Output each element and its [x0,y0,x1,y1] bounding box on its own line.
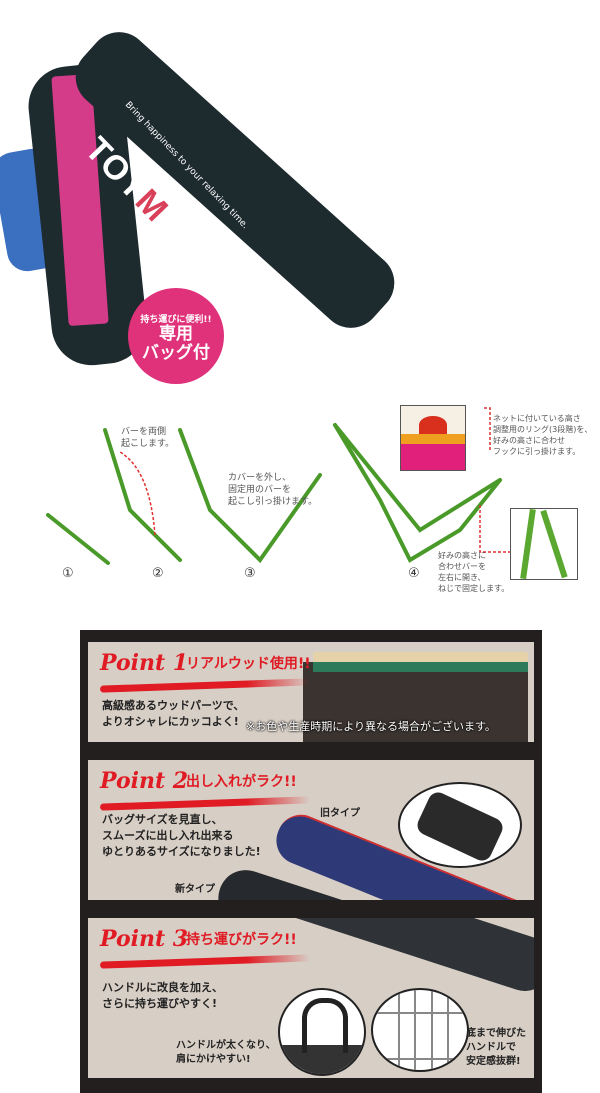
old-type-detail-circle [398,782,522,868]
old-type-label: 旧タイプ [320,808,360,819]
handle-diagram-circle [371,988,469,1072]
red-brush-stroke [99,796,311,811]
points-panel: Point 1 リアルウッド使用!! 高級感あるウッドパーツで、 よりオシャレに… [80,630,542,1093]
color-disclaimer: ※お色や生産時期により異なる場合がございます。 [246,720,496,733]
wood-bar-photo [313,652,528,662]
point-title: Point 3 [100,926,189,952]
dedicated-bag-badge: 持ち運びに便利!! 専用 バッグ付 [128,288,224,384]
step4-top-note: ネットに付いている高さ 調整用のリング(3段階)を、 好みの高さに合わせ フック… [493,414,593,456]
step-number-1: ① [62,566,74,581]
new-type-label: 新タイプ [175,884,215,895]
point-body: 高級感あるウッドパーツで、 よりオシャレにカッコよく! [102,699,245,728]
point-1: Point 1 リアルウッド使用!! 高級感あるウッドパーツで、 よりオシャレに… [88,642,534,742]
step-number-2: ② [152,566,164,581]
red-brush-stroke [99,678,311,693]
frame-step1 [46,513,110,565]
net-photo [303,662,528,742]
ring-detail-inset [400,405,466,471]
badge-small-text: 持ち運びに便利!! [140,315,212,325]
step-number-4: ④ [408,566,420,581]
hero-photo: TOYMOCK Bring happiness to your relaxing… [0,0,600,384]
point-subtitle: 出し入れがラク!! [186,774,297,790]
caption-thick-handle: ハンドルが太くなり、 肩にかけやすい! [176,1040,276,1065]
point-2: Point 2 出し入れがラク!! バッグサイズを見直し、 スムーズに出し入れ出… [88,760,534,900]
arrow-step2 [119,451,156,536]
badge-line1: 専用 [159,324,193,344]
caption-long-handle: 底まで伸びた ハンドルで 安定感抜群! [466,1028,526,1067]
point-body: バッグサイズを見直し、 スムーズに出し入れ出来る ゆとりあるサイズになりました! [102,813,261,858]
point-subtitle: 持ち運びがラク!! [186,932,297,948]
step2-note: バーを両側 起こします。 [121,427,175,449]
step4-bottom-note: 好みの高さに 合わせバーを 左右に開き、 ねじで固定します。 [438,551,510,593]
frame-step3 [178,428,322,564]
thick-handle-circle [278,988,366,1076]
step3-note: カバーを外し、 固定用のバーを 起こし引っ掛けます。 [228,473,318,507]
point-3: Point 3 持ち運びがラク!! ハンドルに改良を加え、 さらに持ち運びやすく… [88,918,534,1078]
point-body: ハンドルに改良を加え、 さらに持ち運びやすく! [102,981,223,1010]
point-subtitle: リアルウッド使用!! [186,656,311,672]
red-brush-stroke [99,954,311,969]
green-band [313,662,528,672]
bar-detail-inset [510,508,578,580]
point-title: Point 1 [100,650,189,676]
assembly-diagram [46,407,518,565]
badge-line2: バッグ付 [142,343,210,363]
frame-step2 [103,428,182,562]
point-title: Point 2 [100,768,189,794]
step-number-3: ③ [244,566,256,581]
frame-step4 [333,423,502,563]
